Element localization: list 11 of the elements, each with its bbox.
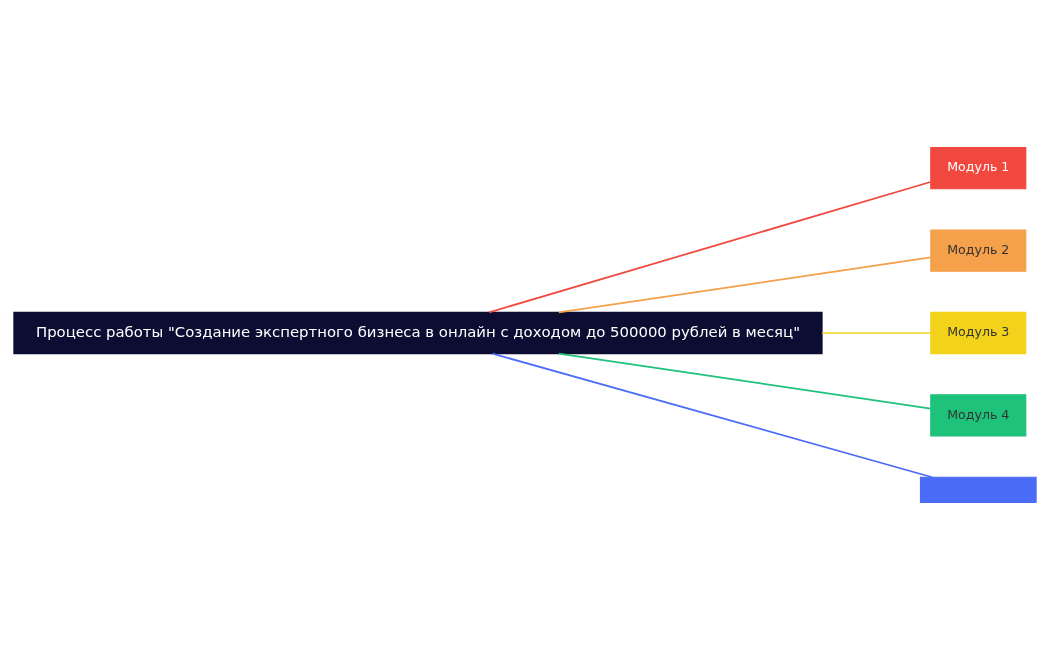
node-box: Процесс работы "Создание экспертного бизнеса в онлайн с доходом до 500000 рублей в месяц" bbox=[13, 311, 823, 355]
node-box: Модуль 1 bbox=[930, 147, 1027, 190]
connector bbox=[821, 332, 932, 334]
node-box bbox=[919, 476, 1037, 503]
node-box: Модуль 4 bbox=[930, 394, 1027, 437]
connector bbox=[488, 181, 932, 314]
node-box: Модуль 2 bbox=[930, 229, 1027, 272]
connector bbox=[558, 256, 932, 314]
connector bbox=[491, 352, 934, 479]
connector bbox=[558, 352, 932, 410]
node-box: Модуль 3 bbox=[930, 311, 1027, 355]
